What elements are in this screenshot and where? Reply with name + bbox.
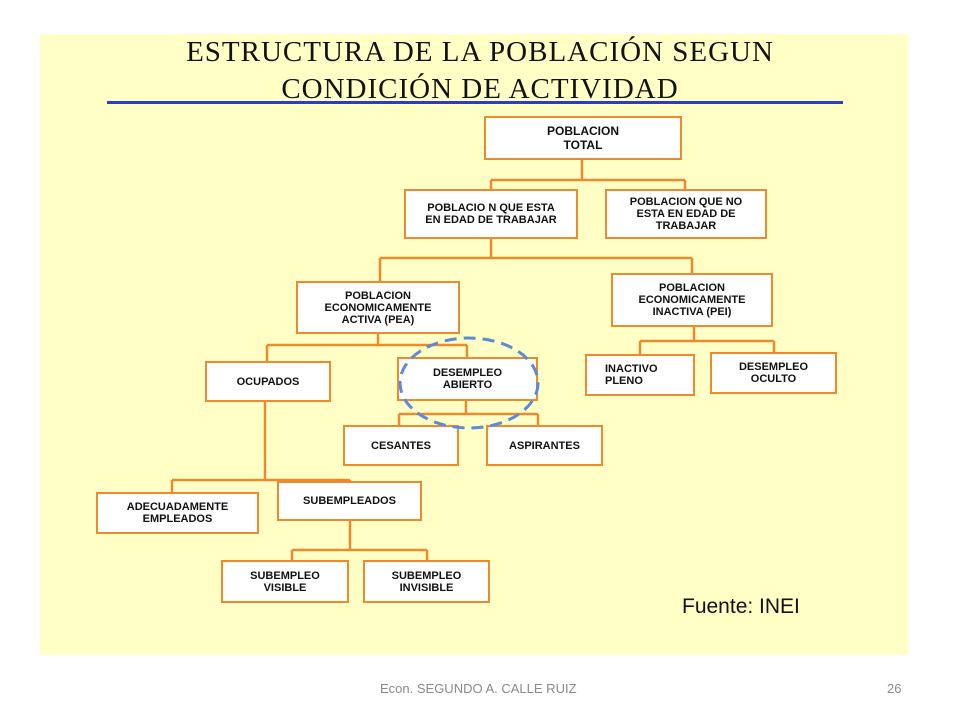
- node-ocupados: OCUPADOS: [205, 361, 331, 402]
- node-cesantes: CESANTES: [343, 425, 459, 466]
- node-poblacion-total: POBLACION TOTAL: [484, 116, 682, 160]
- page-number: 26: [887, 681, 902, 696]
- node-poblacion-edad-trabajar: POBLACIO N QUE ESTA EN EDAD DE TRABAJAR: [404, 189, 578, 239]
- node-pea: POBLACION ECONOMICAMENTE ACTIVA (PEA): [296, 281, 460, 334]
- node-adecuadamente-empleados: ADECUADAMENTE EMPLEADOS: [96, 492, 259, 534]
- node-desempleo-abierto: DESEMPLEO ABIERTO: [397, 357, 538, 401]
- node-subempleo-visible: SUBEMPLEO VISIBLE: [221, 560, 349, 603]
- node-inactivo-pleno: INACTIVO PLENO: [585, 354, 695, 396]
- title-line-2: CONDICIÓN DE ACTIVIDAD: [281, 73, 679, 105]
- footer-author: Econ. SEGUNDO A. CALLE RUIZ: [380, 681, 577, 696]
- source-note: Fuente: INEI: [682, 595, 800, 618]
- title-underline: [107, 101, 843, 104]
- node-subempleados: SUBEMPLEADOS: [277, 481, 422, 521]
- node-pei: POBLACION ECONOMICAMENTE INACTIVA (PEI): [611, 273, 773, 327]
- node-subempleo-invisible: SUBEMPLEO INVISIBLE: [363, 560, 490, 603]
- node-aspirantes: ASPIRANTES: [486, 425, 603, 466]
- node-desempleo-oculto: DESEMPLEO OCULTO: [710, 352, 837, 394]
- title-line-1: ESTRUCTURA DE LA POBLACIÓN SEGUN: [186, 36, 774, 68]
- node-poblacion-no-edad-trabajar: POBLACION QUE NO ESTA EN EDAD DE TRABAJA…: [605, 189, 767, 239]
